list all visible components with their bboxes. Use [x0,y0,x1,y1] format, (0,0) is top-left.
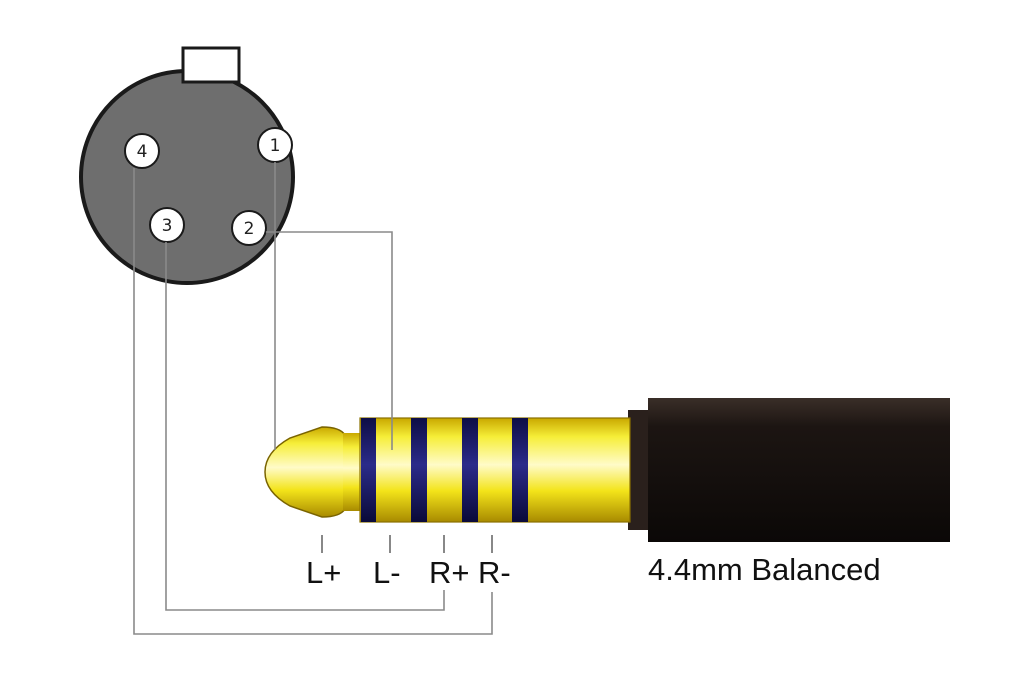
contact-labels: L+ L- R+ R- [306,555,511,590]
pin-4: 4 [124,133,160,169]
contact-ticks [321,535,493,553]
connector-body [79,69,295,285]
plug-neck [343,433,363,511]
pin-2: 2 [231,210,267,246]
wire-pin2-lminus [266,231,393,450]
pin-3: 3 [149,207,185,243]
pin-4-label: 4 [137,142,148,162]
plug-tip [264,426,346,518]
connector-key-notch [181,46,241,84]
pin-1-label: 1 [270,136,281,156]
pin-3-label: 3 [162,216,173,236]
connector-face: 4 1 3 2 [79,46,295,285]
plug-title: 4.4mm Balanced [648,552,881,587]
contact-label-lminus: L- [373,555,401,590]
insulator-band-4 [512,418,528,522]
contact-label-rminus: R- [478,555,511,590]
insulator-band-3 [462,418,478,522]
insulator-band-2 [411,418,427,522]
plug-barrel [628,398,950,542]
plug-shaft [264,417,631,523]
plug-sleeve [359,417,631,523]
wires [133,162,493,635]
pin-1: 1 [257,127,293,163]
insulator-band-1 [361,418,376,522]
pin-2-label: 2 [244,219,255,239]
wire-pin3-rplus [165,242,445,611]
wire-pin4-rminus [133,168,493,635]
contact-label-lplus: L+ [306,555,341,590]
contact-label-rplus: R+ [429,555,470,590]
